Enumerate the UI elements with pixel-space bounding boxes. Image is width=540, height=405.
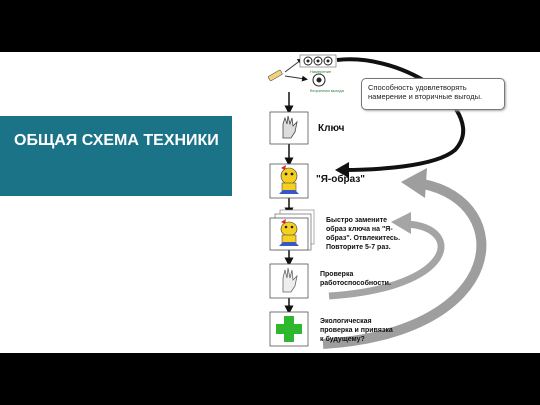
step-label-check: Проверка работоспособности. — [320, 271, 391, 287]
cartoon-figure-stack-icon — [279, 219, 299, 246]
three-circles-icon — [299, 54, 337, 68]
callout-box: Способность удовлетворять намерение и вт… — [361, 78, 505, 110]
step-label-key: Ключ — [318, 123, 345, 134]
pencil-icon — [268, 69, 283, 82]
top-letterbox — [0, 0, 540, 52]
target-icon — [312, 73, 326, 87]
slide-title: ОБЩАЯ СХЕМА ТЕХНИКИ — [14, 132, 219, 149]
green-cross-icon — [276, 316, 302, 342]
hand-icon — [282, 267, 298, 293]
hand-icon — [282, 115, 298, 139]
diagram-graphics — [268, 54, 487, 349]
mini-label-secondary-gain: Вторичная выгода — [310, 88, 344, 93]
curved-arrow-large — [322, 168, 487, 349]
title-banner: ОБЩАЯ СХЕМА ТЕХНИКИ — [0, 116, 232, 196]
technique-diagram: Намерение Вторичная выгода Способность у… — [255, 52, 540, 353]
callout-text: Способность удовлетворять намерение и вт… — [368, 83, 483, 101]
step-label-ecology: Экологическая проверка и привязка к буду… — [320, 318, 393, 343]
step-label-replace: Быстро замените образ ключа на "Я-образ"… — [326, 217, 401, 251]
curved-arrow-medium — [328, 212, 445, 300]
cartoon-figure-icon — [279, 165, 299, 194]
mini-label-intention: Намерение — [310, 69, 332, 74]
step-label-self-image: "Я-образ" — [316, 174, 366, 185]
bottom-letterbox — [0, 353, 540, 405]
